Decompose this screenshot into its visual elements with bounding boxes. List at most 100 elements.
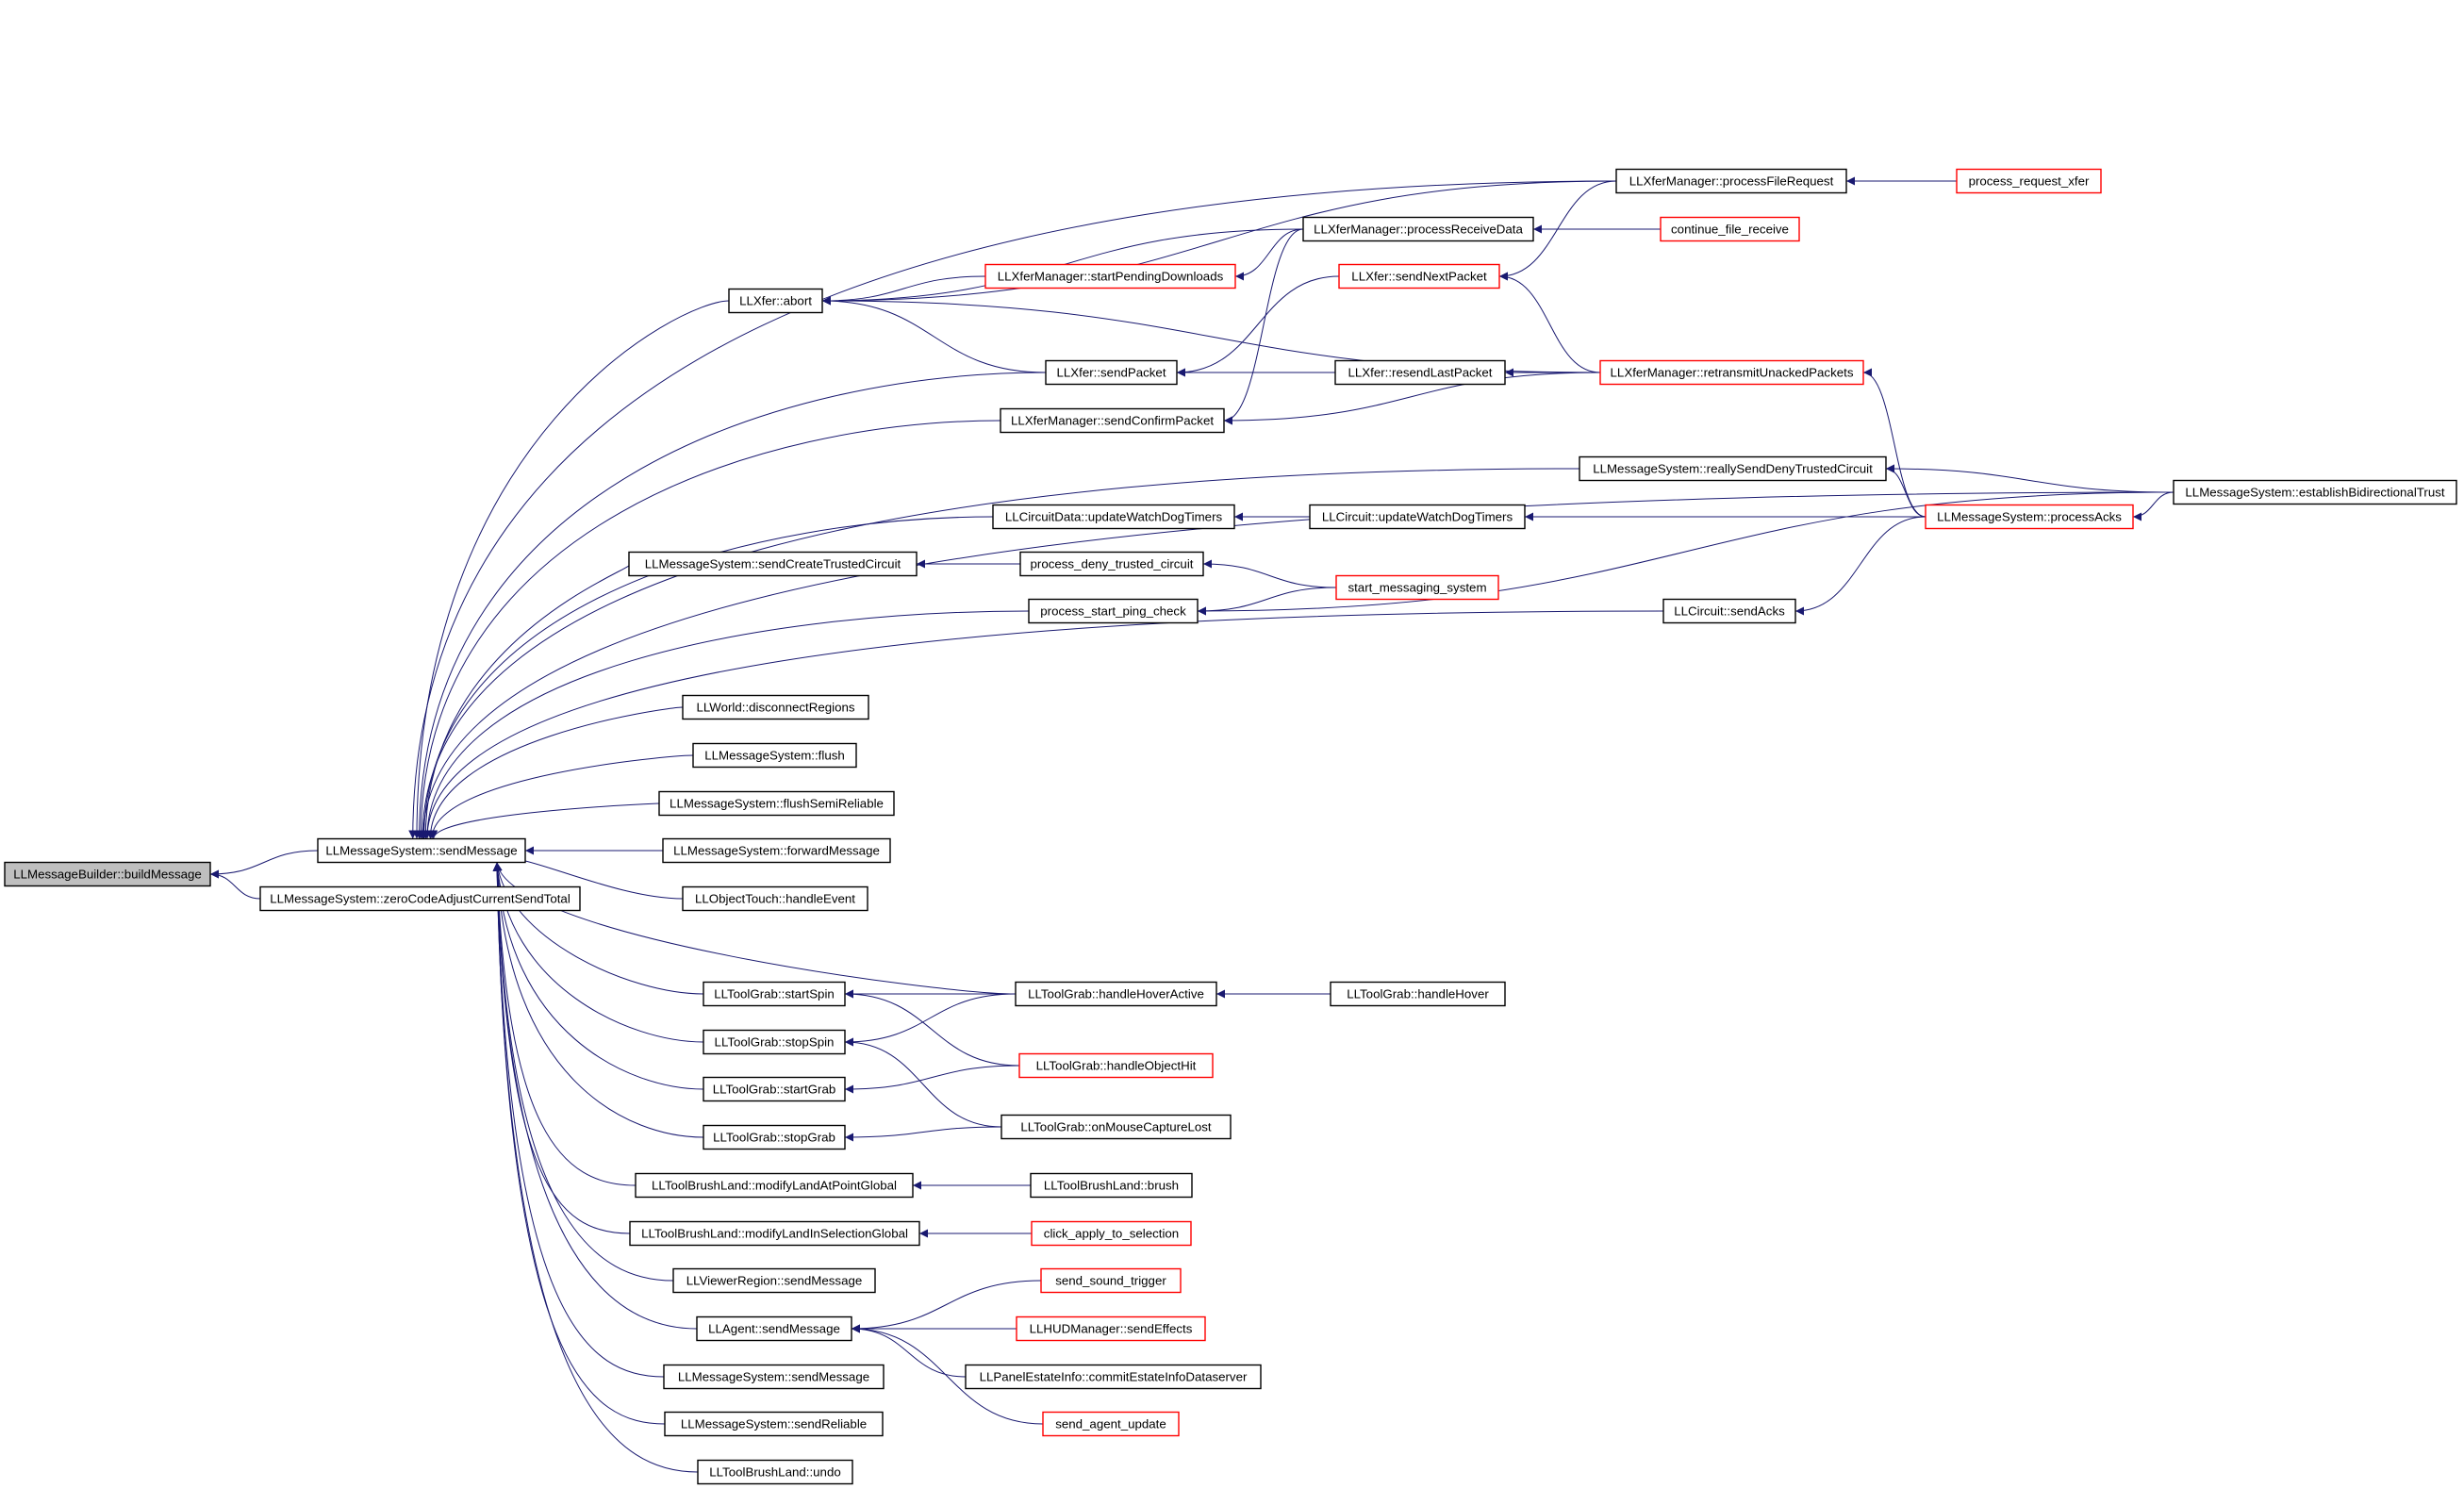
node-start-grab[interactable]: LLToolGrab::startGrab xyxy=(703,1076,846,1102)
node-send-next-packet[interactable]: LLXfer::sendNextPacket xyxy=(1338,263,1500,290)
node-disconnect-regions[interactable]: LLWorld::disconnectRegions xyxy=(682,694,869,720)
edge-arrow xyxy=(1202,559,1337,588)
node-agent-send[interactable]: LLAgent::sendMessage xyxy=(696,1315,852,1342)
node-process-acks[interactable]: LLMessageSystem::processAcks xyxy=(1925,504,2134,530)
node-box xyxy=(682,694,869,720)
node-label: LLMessageBuilder::buildMessage xyxy=(13,868,202,882)
node-start-spin[interactable]: LLToolGrab::startSpin xyxy=(703,981,846,1007)
node-send-effects[interactable]: LLHUDManager::sendEffects xyxy=(1016,1315,1206,1342)
node-handle-hover[interactable]: LLToolGrab::handleHover xyxy=(1330,981,1506,1007)
node-send-acks[interactable]: LLCircuit::sendAcks xyxy=(1662,598,1796,624)
edge-arrow xyxy=(416,420,1001,839)
node-xfer-abort[interactable]: LLXfer::abort xyxy=(728,288,823,314)
node-label: LLXferManager::startPendingDownloads xyxy=(998,270,1224,284)
node-resend-last-packet[interactable]: LLXfer::resendLastPacket xyxy=(1334,359,1506,386)
node-send-agent-update[interactable]: send_agent_update xyxy=(1042,1411,1180,1437)
edge-arrow xyxy=(1223,372,1601,425)
node-build-message[interactable]: LLMessageBuilder::buildMessage xyxy=(4,861,211,887)
node-handle-object-hit[interactable]: LLToolGrab::handleObjectHit xyxy=(1018,1052,1214,1079)
node-retransmit[interactable]: LLXferManager::retransmitUnackedPackets xyxy=(1599,359,1864,386)
node-box xyxy=(1335,574,1499,601)
edge-arrow xyxy=(492,862,704,1138)
node-label: LLToolGrab::handleHoverActive xyxy=(1028,987,1204,1001)
edge-arrow xyxy=(421,563,632,839)
node-label: LLPanelEstateInfo::commitEstateInfoDatas… xyxy=(980,1370,1248,1384)
node-label: LLObjectTouch::handleEvent xyxy=(695,892,855,906)
node-start-pending-downloads[interactable]: LLXferManager::startPendingDownloads xyxy=(984,263,1236,290)
node-really-send-deny[interactable]: LLMessageSystem::reallySendDenyTrustedCi… xyxy=(1579,455,1887,482)
node-label: LLMessageSystem::zeroCodeAdjustCurrentSe… xyxy=(270,892,571,906)
node-label: LLToolGrab::startGrab xyxy=(713,1083,836,1097)
edge-arrow xyxy=(1498,180,1617,281)
node-box xyxy=(628,551,918,577)
node-undo[interactable]: LLToolBrushLand::undo xyxy=(697,1459,853,1485)
node-process-start-ping[interactable]: process_start_ping_check xyxy=(1028,598,1199,624)
node-flush-semi[interactable]: LLMessageSystem::flushSemiReliable xyxy=(658,790,895,817)
node-box xyxy=(1000,407,1225,434)
node-send-reliable[interactable]: LLMessageSystem::sendReliable xyxy=(664,1411,884,1437)
node-msg-send-message2[interactable]: LLMessageSystem::sendMessage xyxy=(663,1364,885,1390)
node-forward-message[interactable]: LLMessageSystem::forwardMessage xyxy=(662,837,891,864)
node-box xyxy=(1040,1267,1182,1294)
node-flush[interactable]: LLMessageSystem::flush xyxy=(692,742,857,769)
node-c-update-watch-dog[interactable]: LLCircuit::updateWatchDogTimers xyxy=(1309,504,1526,530)
node-box xyxy=(984,263,1236,290)
node-box xyxy=(1019,551,1204,577)
node-stop-grab[interactable]: LLToolGrab::stopGrab xyxy=(703,1124,846,1150)
node-process-request-xfer[interactable]: process_request_xfer xyxy=(1956,168,2102,194)
node-box xyxy=(1042,1411,1180,1437)
edge-arrow xyxy=(493,862,704,1090)
node-zero-code[interactable]: LLMessageSystem::zeroCodeAdjustCurrentSe… xyxy=(259,885,581,912)
node-start-messaging[interactable]: start_messaging_system xyxy=(1335,574,1499,601)
node-box xyxy=(1015,981,1217,1007)
node-box xyxy=(1028,598,1199,624)
node-send-confirm-packet[interactable]: LLXferManager::sendConfirmPacket xyxy=(1000,407,1225,434)
node-box xyxy=(696,1315,852,1342)
edge-arrow xyxy=(420,516,994,839)
node-on-mouse-capture-lost[interactable]: LLToolGrab::onMouseCaptureLost xyxy=(1000,1114,1232,1140)
node-label: LLToolBrushLand::modifyLandAtPointGlobal xyxy=(652,1179,897,1193)
edge-arrow xyxy=(209,869,261,900)
node-box xyxy=(1338,263,1500,290)
edge-arrow xyxy=(851,1324,967,1378)
edge-arrow xyxy=(1197,587,1337,616)
node-send-sound-trigger[interactable]: send_sound_trigger xyxy=(1040,1267,1182,1294)
node-click-apply[interactable]: click_apply_to_selection xyxy=(1031,1220,1192,1247)
node-label: LLXfer::resendLastPacket xyxy=(1348,366,1492,380)
node-label: LLViewerRegion::sendMessage xyxy=(686,1274,863,1288)
node-send-packet[interactable]: LLXfer::sendPacket xyxy=(1045,359,1178,386)
node-label: LLToolBrushLand::modifyLandInSelectionGl… xyxy=(641,1227,908,1241)
node-cd-update-watch-dog[interactable]: LLCircuitData::updateWatchDogTimers xyxy=(992,504,1235,530)
node-label: LLMessageSystem::reallySendDenyTrustedCi… xyxy=(1593,462,1873,476)
edge-arrow xyxy=(844,1037,1002,1128)
node-process-receive-data[interactable]: LLXferManager::processReceiveData xyxy=(1302,216,1534,242)
nodes-layer: LLMessageBuilder::buildMessageLLMessageS… xyxy=(4,168,2457,1485)
node-box xyxy=(703,1076,846,1102)
node-commit-estate[interactable]: LLPanelEstateInfo::commitEstateInfoDatas… xyxy=(965,1364,1262,1390)
node-establish-trust[interactable]: LLMessageSystem::establishBidirectionalT… xyxy=(2173,479,2457,505)
edge-arrow xyxy=(844,993,1017,1047)
node-stop-spin[interactable]: LLToolGrab::stopSpin xyxy=(703,1029,846,1055)
node-label: LLToolBrushLand::brush xyxy=(1044,1179,1179,1193)
node-handle-hover-active[interactable]: LLToolGrab::handleHoverActive xyxy=(1015,981,1217,1007)
node-modify-land-at-point[interactable]: LLToolBrushLand::modifyLandAtPointGlobal xyxy=(635,1172,914,1199)
node-handle-event[interactable]: LLObjectTouch::handleEvent xyxy=(682,885,868,912)
node-brush[interactable]: LLToolBrushLand::brush xyxy=(1030,1172,1193,1199)
node-send-create-trusted[interactable]: LLMessageSystem::sendCreateTrustedCircui… xyxy=(628,551,918,577)
node-modify-land-in-sel[interactable]: LLToolBrushLand::modifyLandInSelectionGl… xyxy=(629,1220,920,1247)
node-process-deny-trusted[interactable]: process_deny_trusted_circuit xyxy=(1019,551,1204,577)
node-box xyxy=(1309,504,1526,530)
edge-arrow xyxy=(493,862,1017,995)
node-box xyxy=(317,837,526,864)
node-label: LLWorld::disconnectRegions xyxy=(696,701,854,715)
edge-arrow xyxy=(419,491,2175,839)
node-box xyxy=(1018,1052,1214,1079)
node-continue-file-receive[interactable]: continue_file_receive xyxy=(1660,216,1800,242)
node-box xyxy=(4,861,211,887)
node-box xyxy=(682,885,868,912)
node-label: continue_file_receive xyxy=(1671,223,1789,237)
node-viewer-region-send[interactable]: LLViewerRegion::sendMessage xyxy=(672,1267,876,1294)
node-send-message[interactable]: LLMessageSystem::sendMessage xyxy=(317,837,526,864)
node-process-file-request[interactable]: LLXferManager::processFileRequest xyxy=(1615,168,1847,194)
node-label: LLXferManager::processFileRequest xyxy=(1629,174,1834,189)
